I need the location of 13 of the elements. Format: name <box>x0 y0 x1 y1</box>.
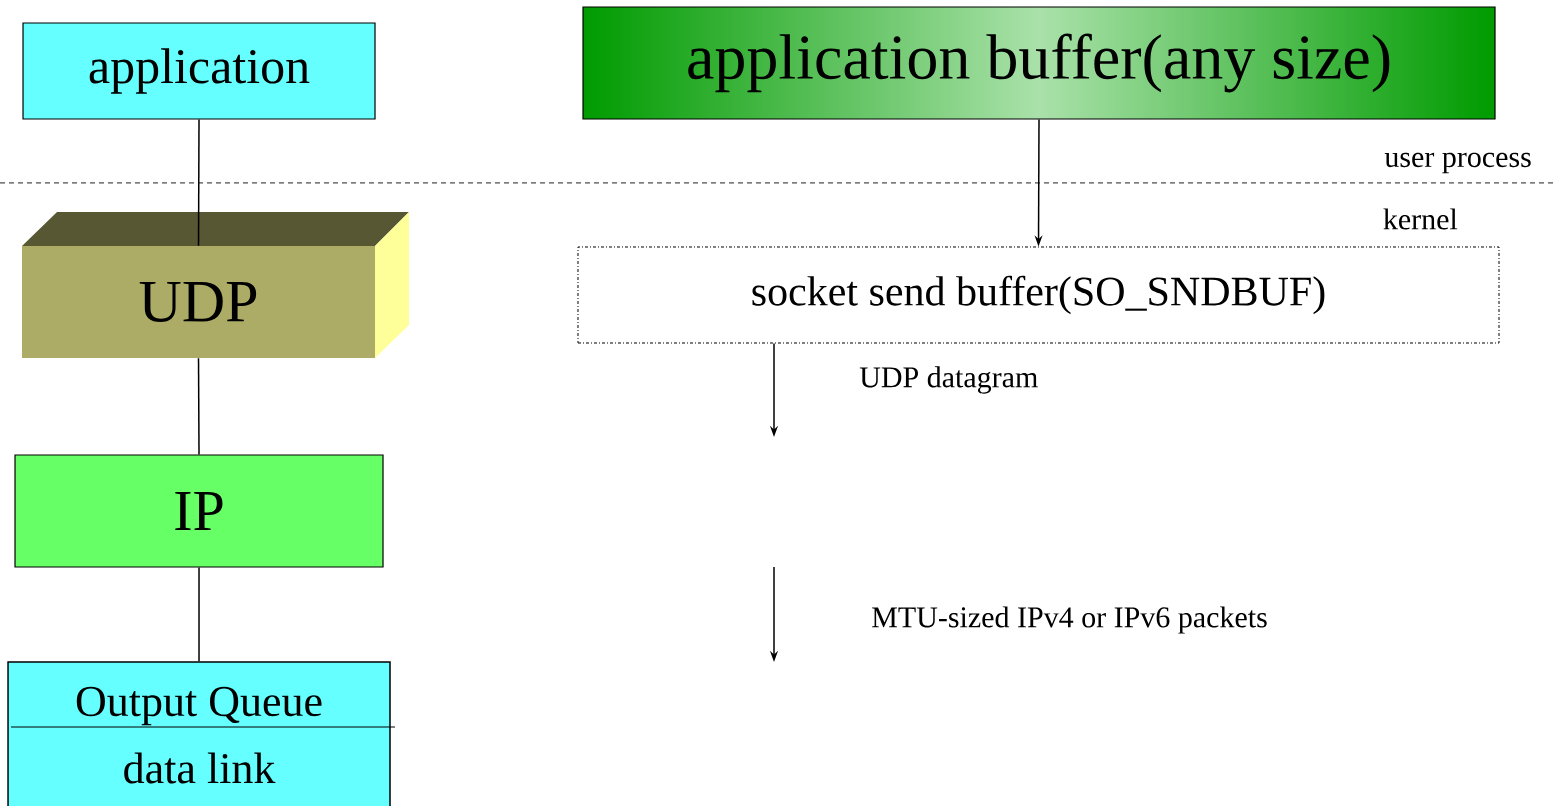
connector-line <box>197 357 200 456</box>
connector-line <box>198 566 200 662</box>
protocol-block: UDP <box>22 212 409 358</box>
region-label: MTU-sized IPv4 or IPv6 packets <box>872 606 1267 634</box>
buffer-box: socket send buffer(SO_SNDBUF) <box>577 246 1500 344</box>
region-label: user process <box>1384 152 1531 174</box>
edge-label: UDP datagram <box>858 365 1040 395</box>
layer-box: IP <box>14 454 384 568</box>
region-label: kernel <box>1383 208 1458 230</box>
layer-box: Output Queue data link <box>7 661 396 806</box>
connector-line <box>197 118 200 247</box>
buffer-box: application buffer(any size) <box>582 6 1496 120</box>
layer-box: application <box>22 22 376 120</box>
